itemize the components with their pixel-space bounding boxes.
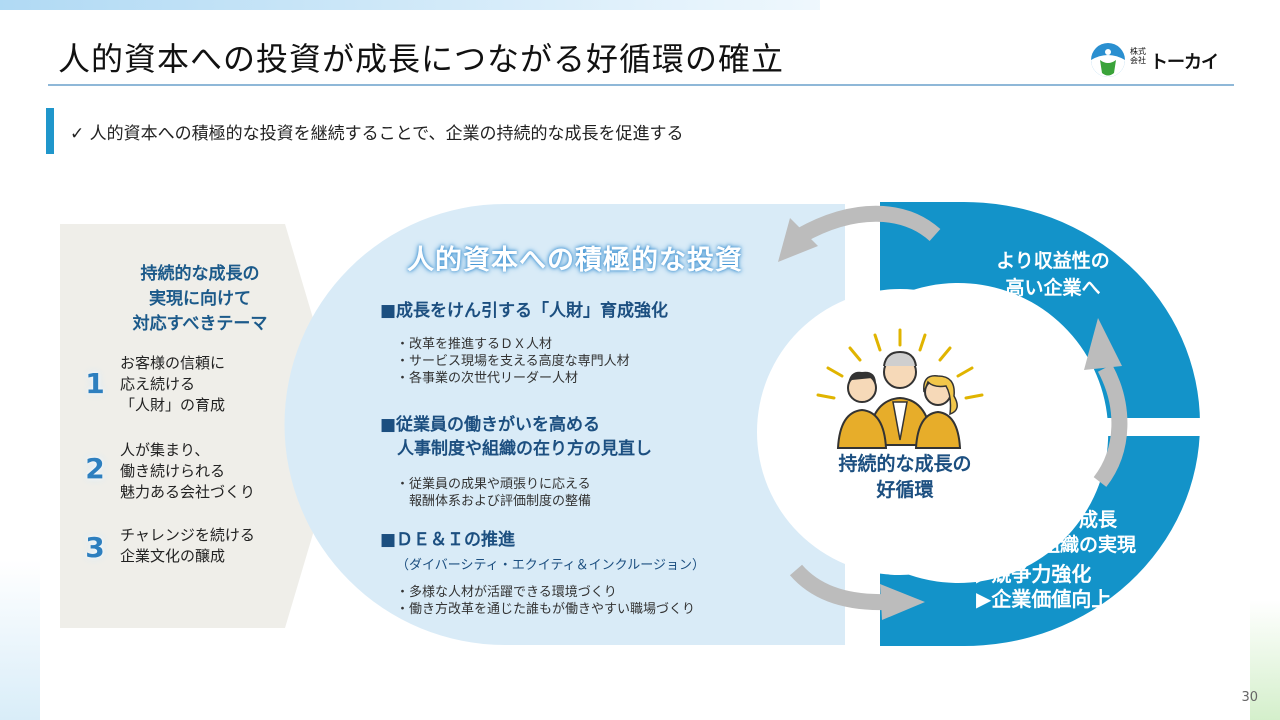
list-item: ・サービス現場を支える高度な専門人材: [396, 354, 630, 369]
theme-item-2: 人が集まり、 働き続けられる 魅力ある会社づくり: [120, 441, 256, 501]
section-bullets-3: ・多様な人材が活躍できる環境づくり ・働き方改革を通じた誰もが働きやすい職場づく…: [396, 584, 695, 618]
employee-growth-label: 従業員の成長 自律型組織の実現: [983, 509, 1136, 556]
left-decoration: [0, 560, 40, 720]
logo-small-text: 株式 会社: [1130, 47, 1146, 65]
theme-item-1: お客様の信頼に 応え続ける 「人財」の育成: [120, 354, 226, 414]
subtitle: ✓ 人的資本への積極的な投資を継続することで、企業の持続的な成長を促進する: [70, 124, 684, 144]
arrow-right-icon: [1093, 364, 1128, 487]
investment-panel: [284, 204, 845, 645]
page-number: 30: [1241, 690, 1258, 705]
list-item: ・各事業の次世代リーダー人材: [396, 371, 579, 386]
section-bullets-1: ・改革を推進するＤＸ人材 ・サービス現場を支える高度な専門人材 ・各事業の次世代…: [396, 336, 630, 387]
team-illustration-icon: [816, 328, 984, 449]
list-item: ・従業員の成果や頑張りに応える: [396, 477, 591, 492]
arrow-bottom-icon: [789, 564, 886, 611]
profitability-label: より収益性の 高い企業へ: [996, 250, 1110, 299]
list-item: 報酬体系および評価制度の整備: [396, 494, 592, 509]
growth-ring: [880, 201, 1201, 647]
theme-number-3: 3: [85, 531, 105, 564]
investment-title: 人的資本への積極的な投資: [407, 245, 743, 276]
right-decoration: [1250, 600, 1280, 720]
arrow-right-head-icon: [1084, 318, 1122, 370]
logo-mark-icon: [1091, 43, 1125, 77]
themes-heading: 持続的な成長の 実現に向けて 対応すべきテーマ: [132, 264, 268, 334]
themes-panel: [60, 224, 345, 628]
theme-number-1: 1: [85, 367, 105, 400]
page-title: 人的資本への投資が成長につながる好循環の確立: [58, 40, 785, 78]
section-heading-1: ■成長をけん引する「人財」育成強化: [380, 301, 669, 321]
section-heading-3: ■ＤＥ＆Ｉの推進: [380, 530, 516, 550]
list-item: ・多様な人材が活躍できる環境づくり: [396, 585, 617, 600]
section-subheading-3: （ダイバーシティ・エクイティ＆インクルージョン）: [396, 558, 706, 573]
company-logo: 株式 会社 トーカイ: [1088, 40, 1228, 80]
arrow-top-icon: [796, 205, 941, 244]
section-bullets-2: ・従業員の成果や頑張りに応える 報酬体系および評価制度の整備: [396, 476, 591, 510]
list-item: ・働き方改革を通じた誰もが働きやすい職場づくり: [396, 602, 696, 617]
top-decoration: [0, 0, 820, 10]
theme-item-3: チャレンジを続ける 企業文化の醸成: [120, 526, 255, 565]
cycle-center-label: 持続的な成長の 好循環: [838, 453, 972, 501]
theme-number-2: 2: [85, 452, 105, 485]
arrow-top-head-icon: [778, 218, 818, 262]
list-item: ・改革を推進するＤＸ人材: [396, 337, 553, 352]
title-divider: [48, 84, 1234, 86]
arrow-bottom-head-icon: [880, 584, 925, 620]
value-items: ▶競争力強化 ▶企業価値向上: [976, 562, 1112, 611]
subtitle-accent-bar: [46, 108, 54, 154]
logo-name: トーカイ: [1150, 52, 1219, 73]
section-heading-2: ■従業員の働きがいを高める 人事制度や組織の在り方の見直し: [380, 415, 652, 459]
